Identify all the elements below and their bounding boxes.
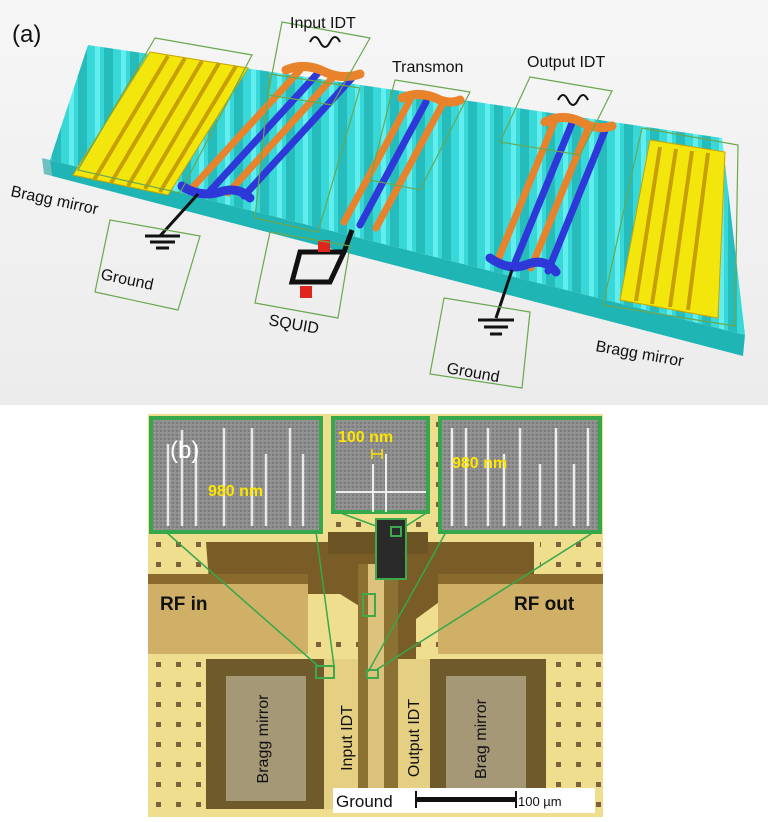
label-output-idt: Output IDT [406, 699, 423, 777]
inset-left-scale: 980 nm [208, 483, 263, 500]
substrate-end [42, 158, 52, 176]
scale-bar-label: 100 µm [518, 794, 562, 809]
callout-boxes [77, 21, 739, 389]
callout-lines [165, 511, 595, 673]
lower-structure [206, 564, 546, 809]
ground-wire-right [478, 269, 514, 336]
squid-junction-bottom [300, 286, 312, 298]
panel-b: (b) 980 nm 100 nm 980 nm RF in RF out Br… [148, 414, 603, 817]
panel-a-tag: (a) [12, 21, 41, 48]
label-input-idt: Input IDT [339, 705, 356, 771]
zoom-marker-output [366, 669, 379, 679]
panel-a: (a) Input IDT Transmon Output IDT Bragg … [0, 0, 768, 405]
zoom-marker-input [315, 665, 335, 679]
transmon-electrodes [340, 90, 465, 232]
sem-inset-right [438, 416, 602, 534]
output-signal-wave-icon [557, 94, 589, 106]
label-rf-out: RF out [514, 594, 575, 615]
panel-a-schematic: (a) Input IDT Transmon Output IDT Bragg … [0, 0, 768, 405]
squid-region-marker [362, 593, 376, 617]
label-ground: Ground [336, 792, 393, 811]
inset-right-scale: 980 nm [452, 455, 507, 472]
label-rf-in: RF in [160, 594, 208, 615]
panel-b-micrograph: (b) 980 nm 100 nm 980 nm RF in RF out Br… [148, 414, 603, 817]
label-transmon: Transmon [392, 59, 463, 76]
bragg-mirror-left-pad [226, 676, 306, 801]
inset-center-scale: 100 nm [338, 429, 393, 446]
squid-loop [288, 229, 355, 298]
input-signal-wave-icon [309, 36, 341, 48]
label-bragg-mirror-left-group: Bragg mirror [255, 694, 272, 784]
label-output-idt: Output IDT [527, 54, 605, 71]
input-idt-electrodes [177, 62, 365, 203]
panel-b-tag: (b) [170, 437, 199, 464]
label-input-idt: Input IDT [290, 15, 356, 32]
sem-inset-center [331, 416, 430, 514]
bragg-mirror-right-pad [446, 676, 526, 801]
scale-bar [416, 797, 516, 802]
sem-inset-left [149, 416, 323, 534]
label-bragg-mirror-left: Bragg mirror [255, 694, 272, 784]
substrate-side [50, 160, 745, 356]
squid-junction-top [318, 240, 330, 252]
input-idt-pad [324, 659, 358, 809]
ground-wire-left [145, 192, 200, 250]
bragg-mirror-right [619, 139, 726, 319]
output-idt-pad [398, 659, 430, 809]
label-brag-mirror-right: Brag mirror [473, 698, 490, 779]
output-idt-electrodes [485, 113, 617, 277]
bragg-mirror-left [72, 51, 249, 196]
